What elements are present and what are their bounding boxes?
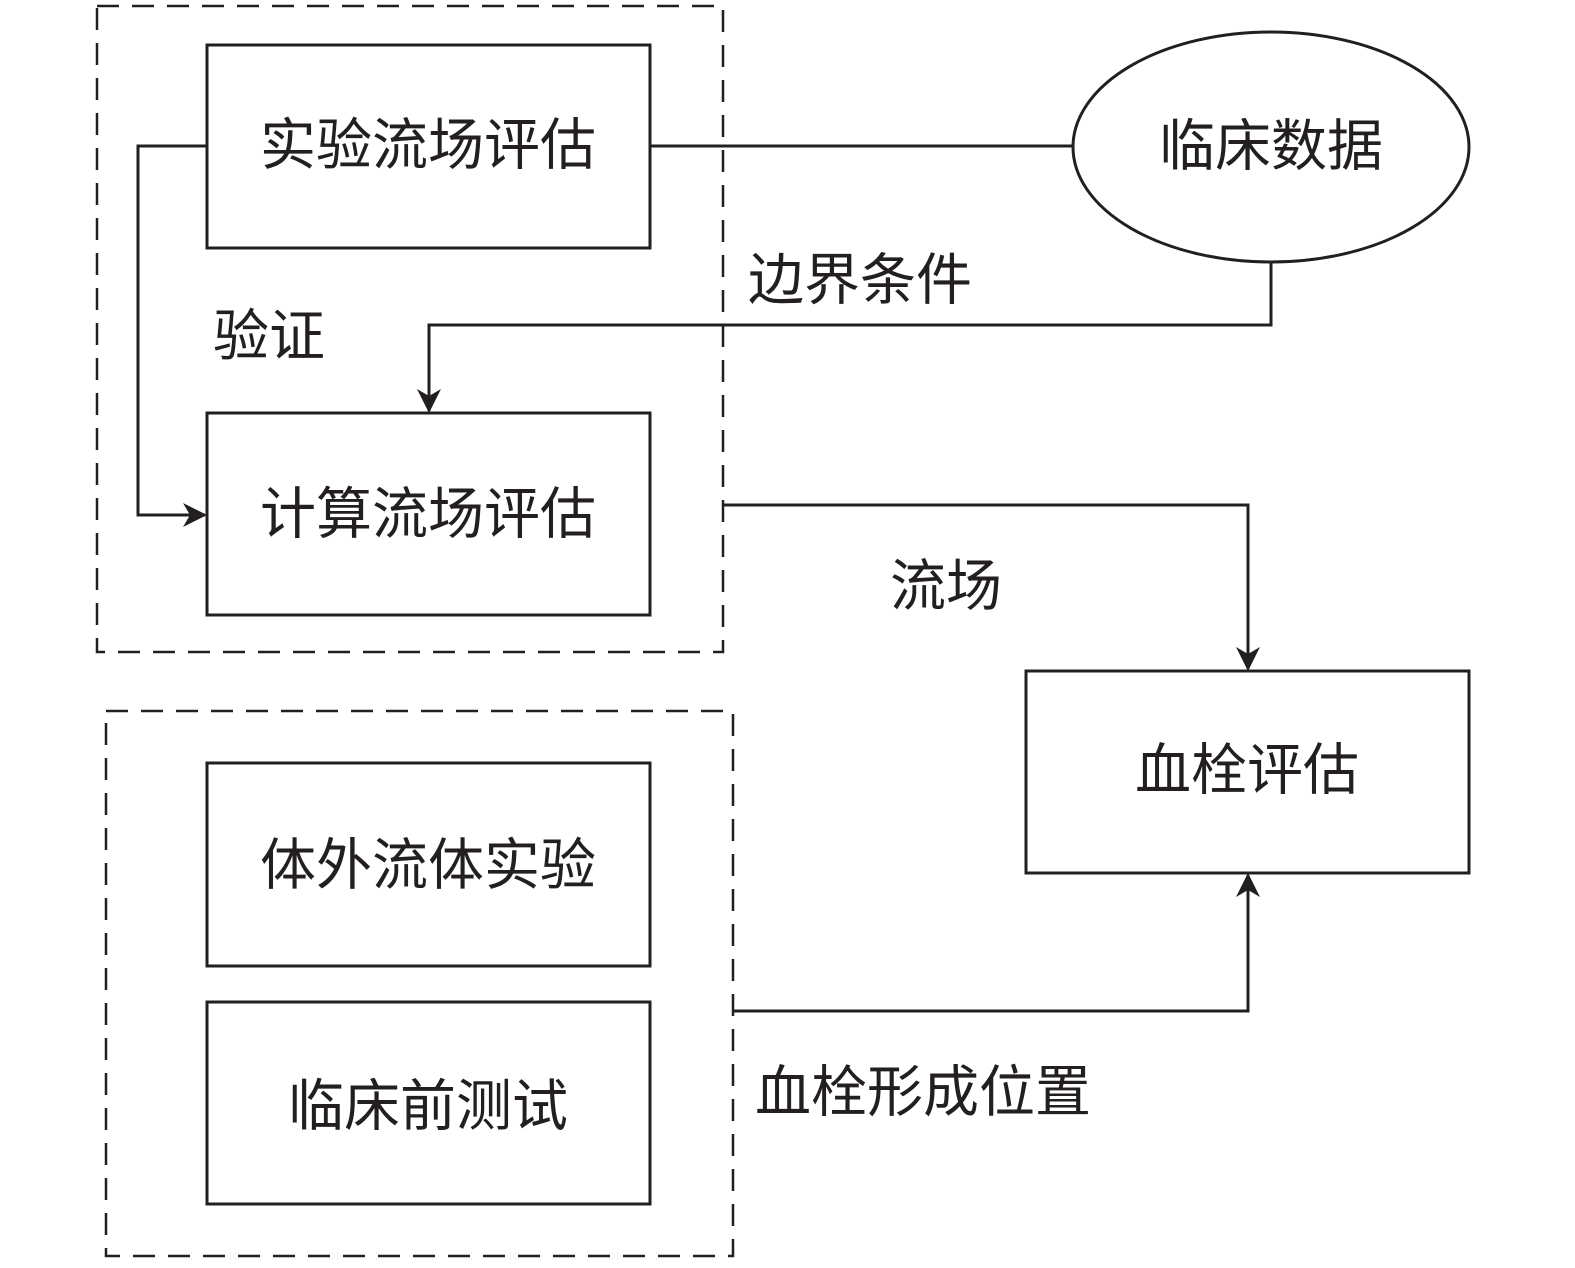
in-vitro-experiment-label: 体外流体实验 <box>260 834 596 899</box>
experiment-group-frame <box>104 709 735 1258</box>
validation-arrow <box>136 144 207 527</box>
boundary-conditions-arrow <box>417 262 1273 413</box>
preclinical-test-node: 临床前测试 <box>205 1000 652 1206</box>
computational-flow-node: 计算流场评估 <box>205 411 652 617</box>
clinical-data-node: 临床数据 <box>1071 30 1471 264</box>
simulation-group-frame <box>95 4 725 654</box>
preclinical-test-label: 临床前测试 <box>288 1075 568 1140</box>
thrombus-location-arrow <box>733 873 1260 1013</box>
flow-field-label: 流场 <box>890 555 1002 620</box>
thrombus-assessment-label: 血栓评估 <box>1135 739 1359 804</box>
clinical-data-label: 临床数据 <box>1159 115 1383 180</box>
thrombus-location-label: 血栓形成位置 <box>755 1061 1091 1126</box>
flow-field-arrow <box>723 503 1260 671</box>
experimental-flow-node: 实验流场评估 <box>205 43 652 250</box>
validation-label: 验证 <box>213 305 325 370</box>
computational-flow-label: 计算流场评估 <box>260 483 596 548</box>
experimental-flow-label: 实验流场评估 <box>260 114 596 179</box>
in-vitro-experiment-node: 体外流体实验 <box>205 761 652 968</box>
boundary-conditions-label: 边界条件 <box>748 249 972 314</box>
thrombus-assessment-node: 血栓评估 <box>1024 669 1471 875</box>
